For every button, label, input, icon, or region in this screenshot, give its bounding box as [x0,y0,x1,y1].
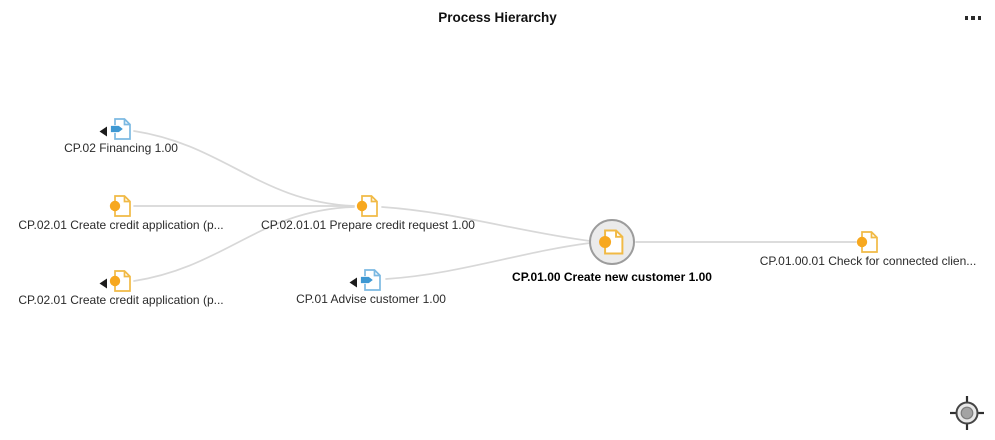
selected-node-circle[interactable] [589,219,635,265]
edge-createapp2-prepare [133,206,355,282]
collapse-left-triangle-icon[interactable] [99,124,107,137]
dot [971,16,975,20]
edge-advise-createnew [385,242,591,280]
node-label[interactable]: CP.01 Advise customer 1.00 [296,292,446,306]
dot [964,16,968,20]
edge-prepare-createnew [381,206,591,242]
crosshair-icon [950,396,984,430]
ellipsis-menu-icon[interactable] [957,12,981,24]
edge-financing-prepare [133,130,355,207]
process-document-circle-icon [599,229,624,255]
process-document-circle-icon[interactable] [108,194,134,218]
process-document-circle-icon[interactable] [108,269,134,293]
process-document-circle-icon[interactable] [355,194,381,218]
collapse-left-triangle-icon[interactable] [349,275,357,288]
node-label[interactable]: CP.02.01.01 Prepare credit request 1.00 [261,218,475,232]
process-document-circle-icon[interactable] [855,230,881,254]
interface-document-arrow-icon[interactable] [108,117,134,141]
node-label[interactable]: CP.02.01 Create credit application (p... [18,293,224,307]
node-label[interactable]: CP.01.00 Create new customer 1.00 [512,270,712,284]
interface-document-arrow-icon[interactable] [358,268,384,292]
node-label[interactable]: CP.02.01 Create credit application (p... [18,218,224,232]
collapse-left-triangle-icon[interactable] [99,276,107,289]
page-title: Process Hierarchy [438,10,557,25]
dot [977,16,981,20]
node-label[interactable]: CP.02 Financing 1.00 [64,141,178,155]
node-label[interactable]: CP.01.00.01 Check for connected clien... [759,254,977,268]
recenter-button[interactable] [948,394,986,432]
